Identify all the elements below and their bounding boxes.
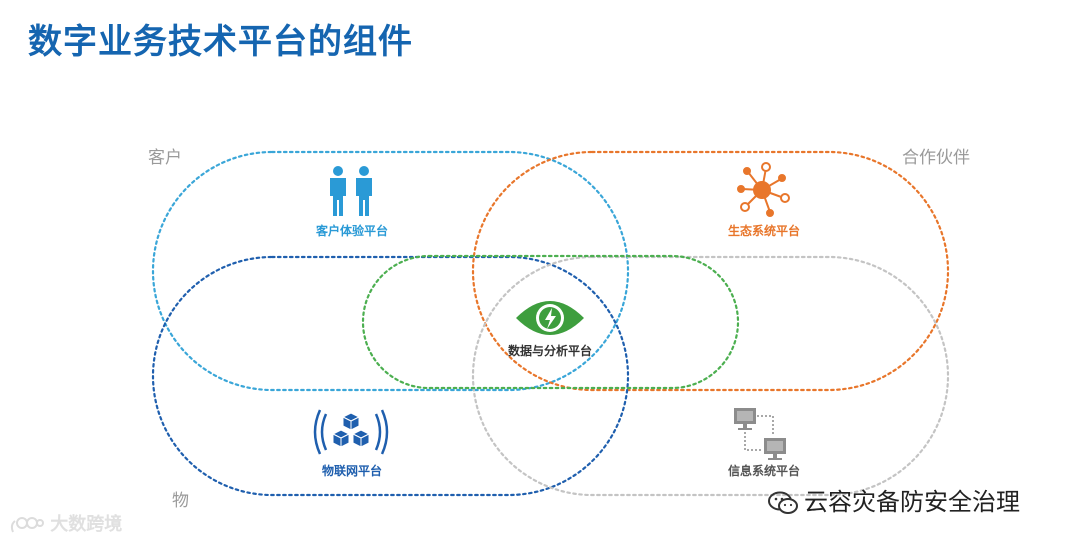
customer-experience-platform-label: 客户体验平台 — [315, 224, 389, 238]
computers-network-icon — [734, 408, 786, 460]
partner-ring — [471, 150, 950, 392]
eye-icon — [516, 301, 584, 335]
right-watermark-text: 云容灾备防安全治理 — [804, 488, 1020, 516]
data-analytics-platform-label: 数据与分析平台 — [507, 344, 593, 358]
right-watermark: 云容灾备防安全治理 — [768, 482, 1020, 517]
iot-platform-label: 物联网平台 — [321, 464, 383, 478]
information-systems-platform-label: 信息系统平台 — [727, 464, 801, 478]
watermark-logo-icon — [10, 517, 44, 533]
ecosystem-platform-label: 生态系统平台 — [727, 224, 801, 238]
info-systems-ring — [471, 255, 950, 497]
left-watermark-text: 大数跨境 — [50, 514, 123, 535]
people-icon — [330, 166, 372, 216]
things-label: 物 — [172, 491, 189, 511]
left-watermark: 大数跨境 — [10, 510, 122, 536]
iot-ring — [151, 255, 630, 497]
network-hub-icon — [737, 162, 790, 217]
cubes-signal-icon — [313, 409, 389, 455]
data-analytics-ring — [361, 254, 740, 390]
customer-ring — [151, 150, 630, 392]
partner-label: 合作伙伴 — [902, 148, 970, 168]
wechat-icon — [768, 491, 798, 514]
customer-label: 客户 — [148, 148, 182, 168]
page-title: 数字业务技术平台的组件 — [28, 22, 413, 62]
